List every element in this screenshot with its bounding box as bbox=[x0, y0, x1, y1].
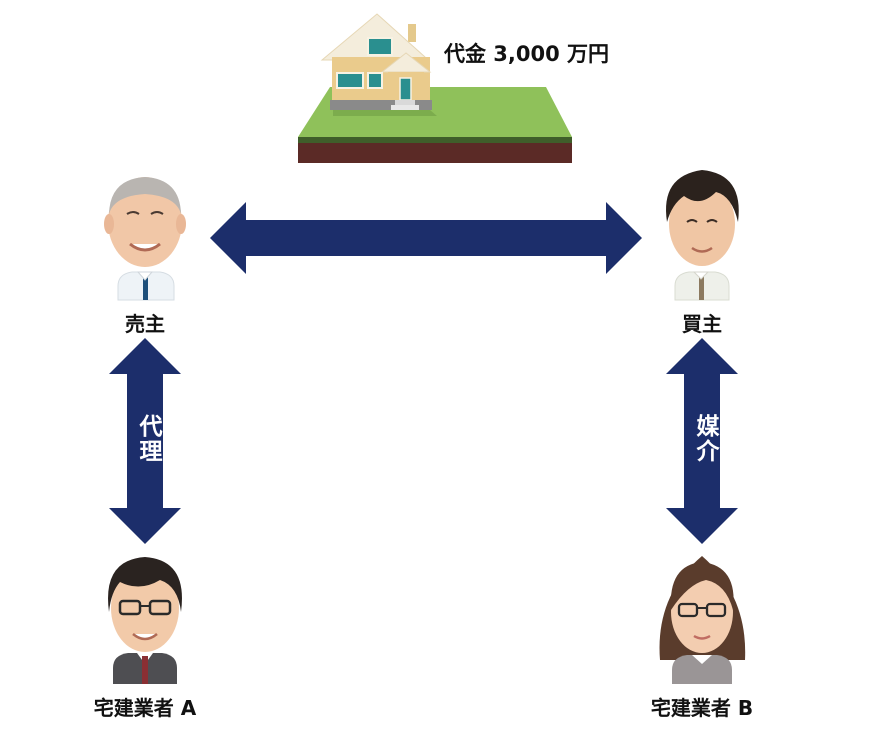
buyer-label: 買主 bbox=[682, 312, 722, 336]
seller-agent-arrow bbox=[109, 338, 181, 544]
agent-b-label: 宅建業者 B bbox=[650, 696, 754, 720]
house-icon bbox=[298, 13, 572, 163]
seller-label: 売主 bbox=[125, 312, 165, 336]
price-label: 代金 3,000 万円 bbox=[444, 42, 610, 66]
agent-b-avatar bbox=[659, 556, 746, 684]
brokerage-relation-label: 媒介 bbox=[692, 414, 718, 464]
buyer-avatar bbox=[666, 170, 739, 301]
agency-relation-label: 代理 bbox=[135, 414, 161, 464]
agent-a-label: 宅建業者 A bbox=[93, 696, 197, 720]
agent-a-avatar bbox=[108, 557, 182, 684]
seller-buyer-arrow bbox=[210, 202, 642, 274]
buyer-agent-arrow bbox=[666, 338, 738, 544]
seller-avatar bbox=[104, 177, 186, 301]
